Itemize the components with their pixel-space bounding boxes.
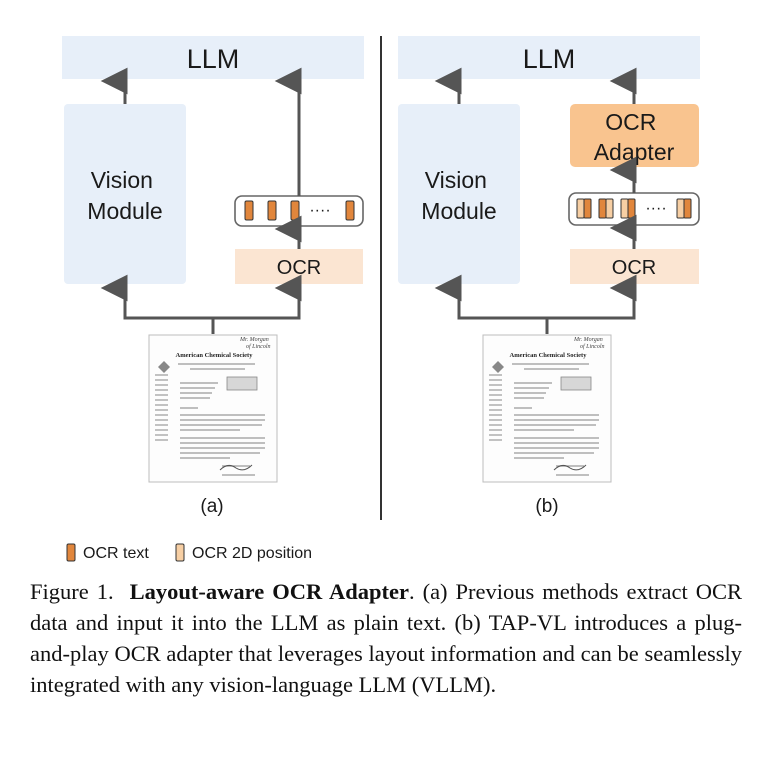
legend-ocr-text-label: OCR text [83,545,149,562]
token-dots-b: ···· [645,200,666,217]
ocr-text-token [267,200,277,221]
ocr-position-token [620,198,629,219]
llm-label-a: LLM [187,44,240,74]
vision-module-line2-a: Module [87,198,162,224]
legend-ocr-text-swatch [66,543,76,562]
ocr-position-token [676,198,685,219]
document-header-b: American Chemical Society [510,352,588,359]
connectors-a [100,67,302,334]
connectors-b [434,67,637,334]
figure-caption: Figure 1. Layout-aware OCR Adapter. (a) … [30,576,742,700]
handwriting-b: Mr. Morgan of Lincoln [573,337,605,350]
llm-label-b: LLM [523,44,576,74]
token-pair [598,198,614,219]
ocr-label-a: OCR [277,257,321,279]
ocr-adapter-line2: Adapter [594,139,675,165]
ocr-text-token [244,200,254,221]
document-header-a: American Chemical Society [176,352,254,359]
token-dots-a: ···· [309,202,330,219]
ocr-position-token [605,198,614,219]
ocr-adapter-line1: OCR [605,109,656,135]
token-pair [676,198,692,219]
panel-b: LLM Vision Module OCR Adapter ···· [398,36,700,517]
vision-module-line1-a: Vision [91,167,153,193]
ocr-adapter-label: OCR Adapter [594,109,675,165]
ocr-text-token [627,198,636,219]
ocr-text-token [290,200,300,221]
vision-module-box-a [64,104,186,284]
vision-module-box-b [398,104,520,284]
vision-module-label-b: Vision Module [421,167,496,224]
caption-figure-number: Figure 1. [30,579,114,604]
caption-title: Layout-aware OCR Adapter [129,579,409,604]
panel-a: LLM Vision Module ···· OCR American Chem… [62,36,364,517]
panel-label-a: (a) [200,496,223,517]
vision-module-line2-b: Module [421,198,496,224]
panel-label-b: (b) [535,496,558,517]
legend-ocr-2d-position-swatch [175,543,185,562]
vision-module-label-a: Vision Module [87,167,162,224]
token-pair [620,198,636,219]
handwriting-a: Mr. Morgan of Lincoln [239,337,271,350]
vision-module-line1-b: Vision [425,167,487,193]
ocr-label-b: OCR [612,257,656,279]
legend-ocr-2d-position-label: OCR 2D position [192,545,312,562]
token-pair [576,198,592,219]
ocr-text-token [683,198,692,219]
ocr-text-token [598,198,607,219]
legend: OCR text OCR 2D position [66,543,312,562]
document-thumbnail-b: American Chemical Society Mr. Morgan of … [482,334,612,483]
document-thumbnail-a: American Chemical Society Mr. Morgan of … [148,334,278,483]
figure-diagram: LLM Vision Module ···· OCR American Chem… [62,36,700,562]
caption-body: . (a) Previous methods extract OCR data … [30,579,743,697]
ocr-text-token [345,200,355,221]
ocr-text-token [583,198,592,219]
ocr-adapter-box [570,104,699,167]
ocr-position-token [576,198,585,219]
